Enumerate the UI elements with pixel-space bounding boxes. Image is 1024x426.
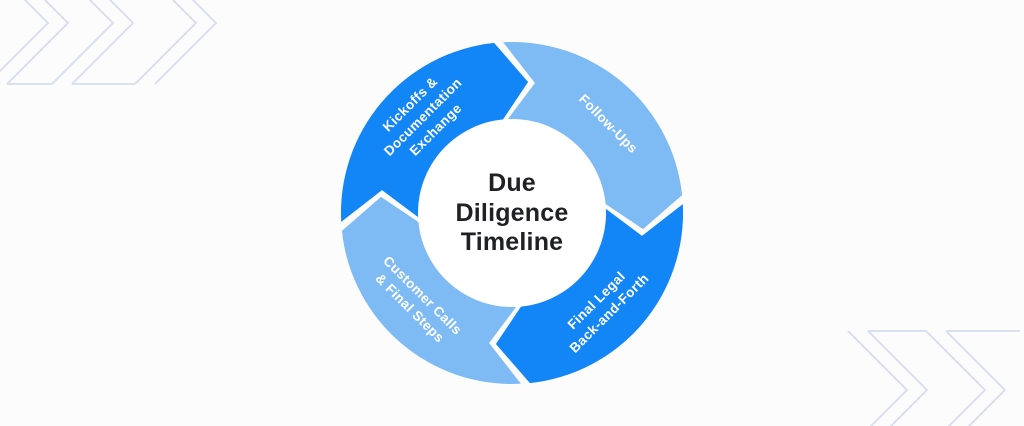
segment-kickoffs: [340, 42, 529, 222]
diagram-center-title: Due Diligence Timeline: [456, 169, 569, 258]
cycle-diagram: [340, 41, 684, 385]
segment-follow-ups: [503, 41, 683, 230]
center-title-line: Timeline: [460, 227, 564, 256]
chevron-decoration-top-left-icon: [0, 0, 218, 85]
center-title-line: Due: [488, 168, 536, 197]
segment-final-legal: [495, 204, 684, 384]
segment-customer-calls: [341, 196, 521, 385]
center-circle: [418, 119, 606, 307]
chevron-decoration-bottom-right-icon: [847, 330, 1020, 426]
center-title-line: Diligence: [455, 198, 569, 227]
